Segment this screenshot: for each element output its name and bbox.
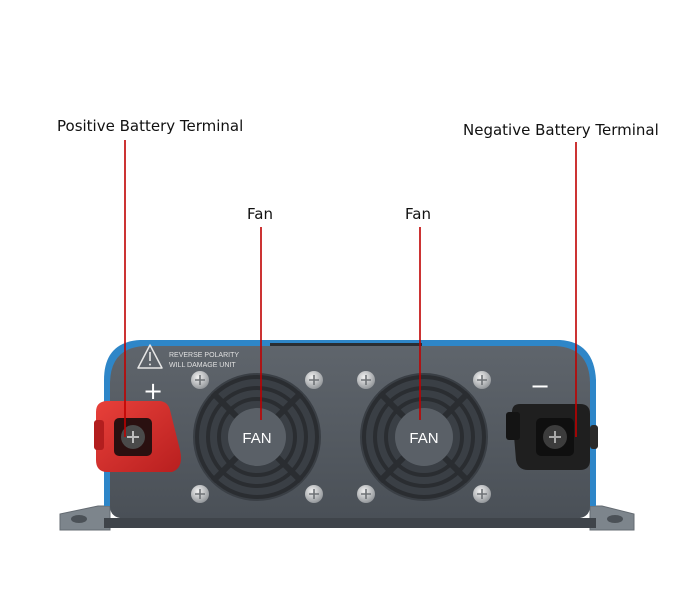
screw-icon	[305, 371, 323, 389]
screw-icon	[357, 485, 375, 503]
fan-left-callout: Fan	[247, 205, 273, 223]
mounting-hole-left	[71, 515, 87, 523]
fan-right: FAN	[360, 373, 488, 501]
positive-terminal-callout: Positive Battery Terminal	[57, 117, 244, 135]
negative-terminal-callout: Negative Battery Terminal	[463, 121, 659, 139]
warning-text-line2: WILL DAMAGE UNIT	[169, 362, 236, 369]
fan-left-label: FAN	[242, 430, 271, 447]
warning-text-line1: REVERSE POLARITY	[169, 352, 239, 359]
screw-icon	[191, 485, 209, 503]
mounting-hole-right	[607, 515, 623, 523]
screw-icon	[473, 371, 491, 389]
screw-icon	[357, 371, 375, 389]
screw-icon	[191, 371, 209, 389]
bottom-base	[104, 518, 596, 528]
screw-icon	[305, 485, 323, 503]
negative-terminal	[506, 404, 598, 470]
fan-right-label: FAN	[409, 430, 438, 447]
plus-sign: +	[143, 377, 163, 405]
fan-left: FAN	[193, 373, 321, 501]
screw-icon	[473, 485, 491, 503]
minus-sign: −	[530, 372, 550, 400]
fan-right-callout: Fan	[405, 205, 431, 223]
warning-triangle-icon	[137, 344, 163, 369]
positive-terminal	[94, 401, 181, 472]
